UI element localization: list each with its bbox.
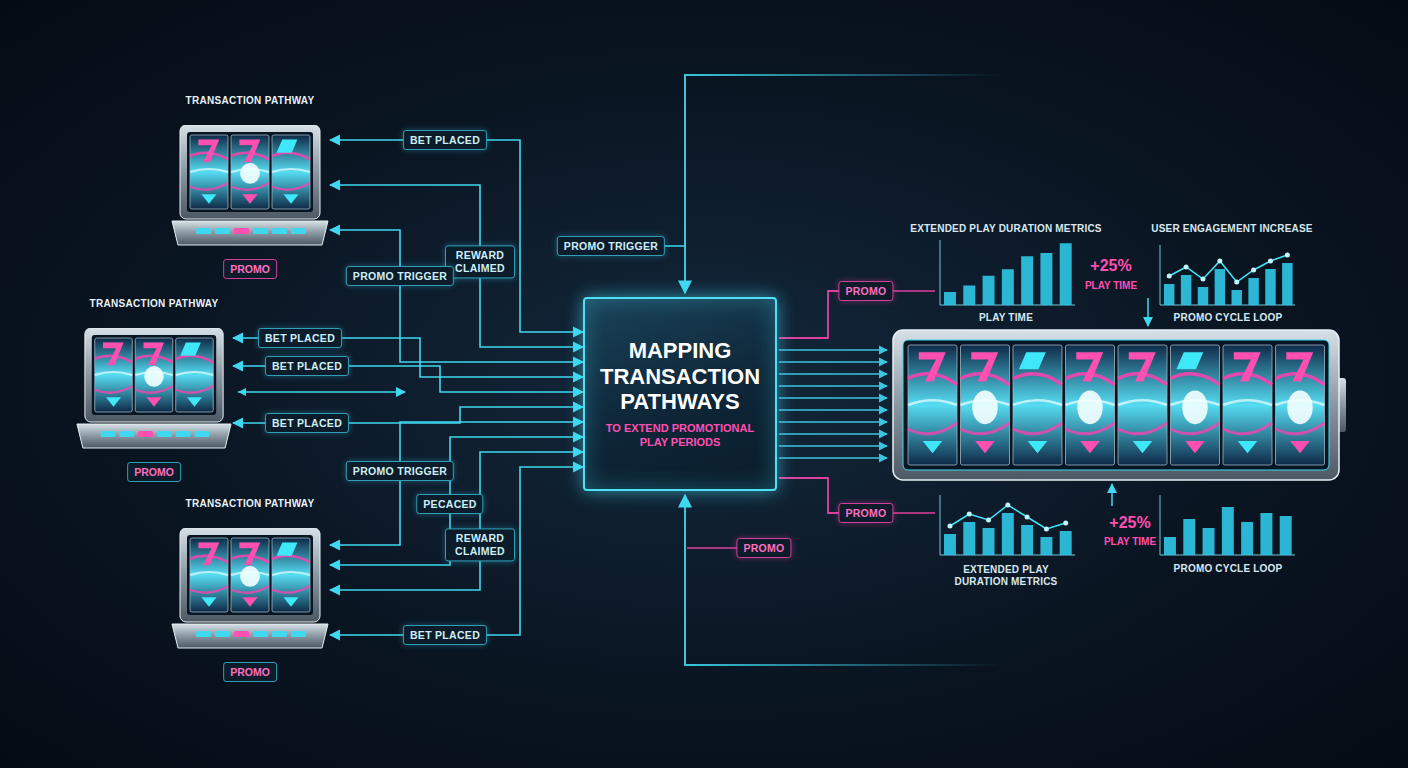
arrow [1147, 298, 1149, 326]
connector [330, 185, 583, 347]
promo-line [890, 290, 935, 292]
edge-label: REWARD CLAIMED [445, 245, 515, 278]
chart-title: EXTENDED PLAY DURATION METRICS [910, 223, 1101, 234]
promo-line [779, 478, 842, 513]
metric-value: +25% [1090, 257, 1131, 275]
connector [330, 422, 583, 545]
promo-trigger-tag: PROMO TRIGGER [557, 236, 665, 256]
connector [330, 437, 583, 565]
promo-tag: PROMO [838, 281, 893, 301]
promo-tag: PROMO [736, 538, 791, 558]
edge-label: REWARD CLAIMED [445, 528, 515, 561]
chart-title: EXTENDED PLAY DURATION METRICS [941, 564, 1071, 588]
edge-label: BET PLACED [258, 328, 342, 348]
edge-label: BET PLACED [265, 413, 349, 433]
process-box: MAPPING TRANSACTION PATHWAYS TO EXTEND PR… [583, 297, 777, 491]
node-heading: TRANSACTION PATHWAY [90, 298, 219, 309]
connector [330, 140, 583, 332]
node-subtitle: TO EXTEND PROMOTIONAL PLAY PERIODS [605, 422, 755, 450]
edge-label: BET PLACED [403, 625, 487, 645]
arrow [1111, 484, 1113, 506]
node-title: MAPPING TRANSACTION PATHWAYS [598, 338, 763, 414]
loop-line [685, 495, 1000, 665]
arrow-head [238, 388, 246, 396]
chart-title: USER ENGAGEMENT INCREASE [1151, 223, 1313, 234]
laptop-node: TRANSACTION PATHWAYPROMO [75, 328, 233, 450]
flow-lines [779, 350, 887, 458]
edge-label: BET PLACED [403, 130, 487, 150]
axis-label: PLAY TIME [979, 312, 1033, 323]
laptop-illustration [170, 528, 330, 650]
laptop-node: TRANSACTION PATHWAYPROMO [170, 528, 330, 650]
metric-value: +25% [1109, 514, 1150, 532]
promo-tag: PROMO [223, 662, 277, 682]
connector [330, 467, 583, 635]
axis-label: PROMO CYCLE LOOP [1174, 563, 1283, 574]
laptop-illustration [170, 125, 330, 247]
metric-label: PLAY TIME [1085, 280, 1137, 291]
promo-line [890, 512, 935, 514]
axis-label: PROMO CYCLE LOOP [1174, 312, 1283, 323]
edge-label: BET PLACED [265, 356, 349, 376]
loop-line [685, 75, 1000, 293]
laptop-illustration [75, 328, 233, 450]
promo-line [779, 291, 842, 338]
metric-label: PLAY TIME [1104, 536, 1156, 547]
edge-label: PROMO TRIGGER [346, 461, 454, 481]
promo-tag: PROMO [838, 503, 893, 523]
bar-charts [940, 240, 1295, 555]
promo-tag: PROMO [223, 259, 277, 279]
edge-label: PECACED [416, 494, 483, 514]
promo-tag: PROMO [127, 462, 181, 482]
node-heading: TRANSACTION PATHWAY [186, 498, 315, 509]
connector [330, 230, 583, 362]
leader-line [687, 547, 740, 549]
slot-machine [893, 330, 1346, 480]
laptop-node: TRANSACTION PATHWAYPROMO [170, 125, 330, 247]
node-heading: TRANSACTION PATHWAY [186, 95, 315, 106]
connector [330, 452, 583, 590]
flow-line [238, 391, 405, 393]
edge-label: PROMO TRIGGER [346, 266, 454, 286]
